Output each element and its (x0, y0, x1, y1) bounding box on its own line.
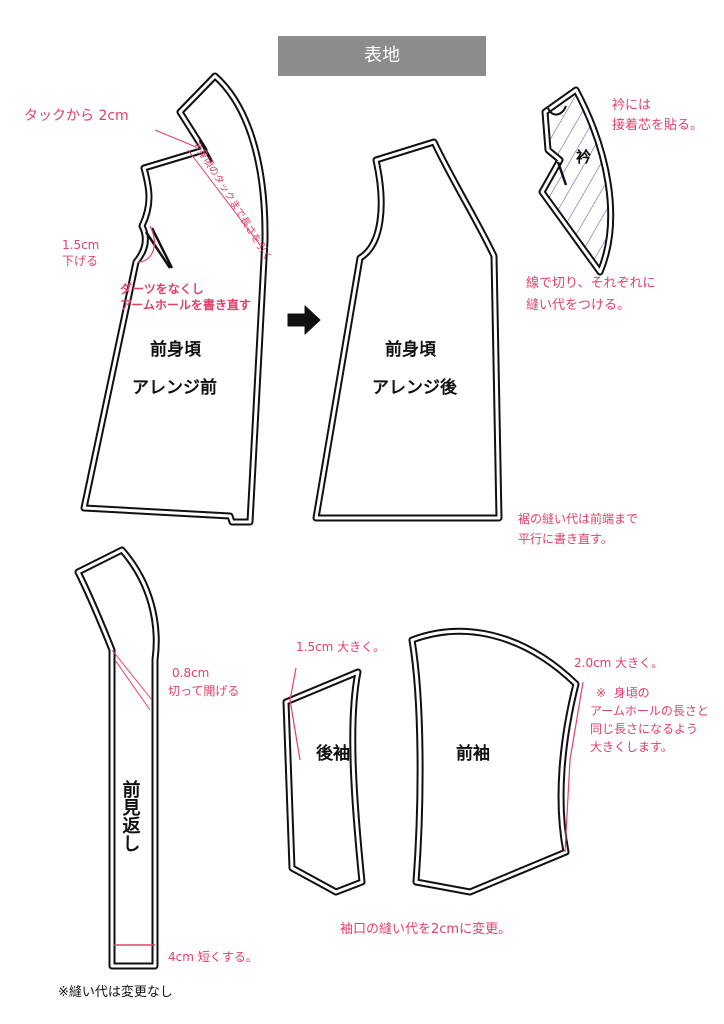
lower-note-1: 1.5cm (62, 238, 100, 252)
collar-label: 衿 (576, 148, 592, 166)
cut-note-2: 縫い代をつける。 (526, 298, 631, 313)
front-before-label-1: 前身頃 (150, 340, 201, 360)
front-before-label-2: アレンジ前 (132, 378, 217, 398)
cut-note-1: 線で切り、それぞれに (526, 276, 656, 291)
back-sleeve-note: 1.5cm 大きく。 (296, 640, 386, 654)
dart-note-1: ダーツをなくし (120, 282, 204, 296)
front-sleeve-note: 2.0cm 大きく。 (574, 656, 664, 670)
facing-label: 前見返し (119, 780, 141, 852)
tuck-note: タックから 2cm (24, 108, 129, 124)
sleeve-hem-note: 袖口の縫い代を2cmに変更。 (340, 922, 512, 937)
collar-piece (538, 86, 615, 276)
shorten-note: 4cm 短くする。 (168, 950, 258, 964)
page-title: 表地 (278, 36, 486, 76)
interfacing-note-1: 衿には (612, 98, 652, 113)
back-sleeve-label: 後袖 (316, 744, 350, 764)
armhole-note-2: アームホールの長さと (590, 704, 709, 718)
hem-note-2: 平行に書き直す。 (518, 532, 613, 546)
front-sleeve-label: 前袖 (456, 744, 490, 764)
hem-note-1: 裾の縫い代は前端まで (518, 512, 639, 526)
front-bodice-before-piece (80, 72, 269, 526)
front-sleeve-piece (408, 627, 584, 896)
arrow-right-icon (287, 305, 321, 335)
back-sleeve-piece (282, 667, 366, 896)
armhole-note-1: ※ 身頃の (596, 686, 650, 700)
front-bodice-after-piece (312, 138, 503, 522)
armhole-note-3: 同じ長さになるよう (590, 722, 699, 736)
front-after-label-1: 前身頃 (385, 340, 436, 360)
interfacing-note-2: 接着芯を貼る。 (612, 118, 704, 133)
open-note-2: 切って開げる (168, 684, 240, 698)
front-after-label-2: アレンジ後 (372, 378, 457, 398)
allowance-note: ※縫い代は変更なし (58, 985, 173, 1000)
open-note-1: 0.8cm (172, 666, 210, 680)
dart-note-2: アームホールを書き直す (120, 298, 251, 312)
armhole-note-4: 大きくします。 (590, 740, 673, 754)
front-facing-piece (74, 546, 160, 970)
lower-note-2: 下げる (62, 254, 99, 268)
